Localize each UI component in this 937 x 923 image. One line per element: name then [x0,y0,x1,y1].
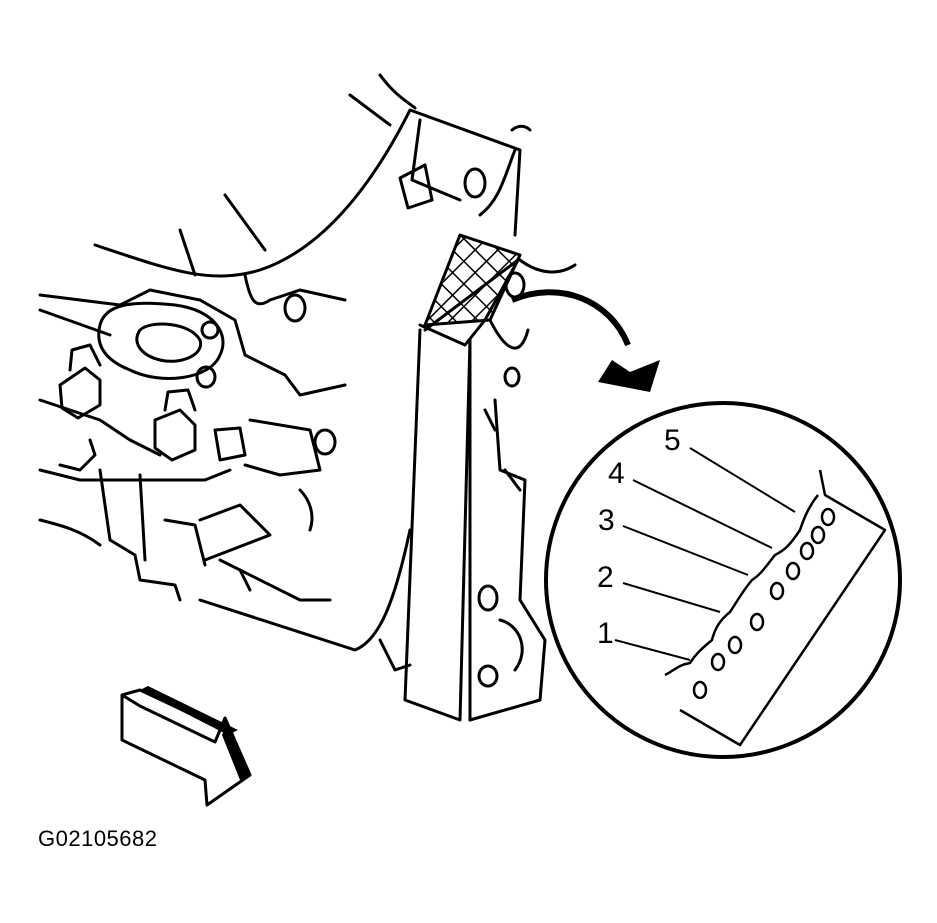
leader-line-3 [622,525,749,576]
callout-label-2: 2 [597,561,614,594]
detail-pointer-arrow [510,289,660,392]
figure-id-label: G02105682 [38,826,158,851]
callout-label-3: 3 [598,504,615,537]
leader-line-1 [614,639,691,661]
bolt-heads [58,343,247,462]
front-cover-rib [198,258,547,722]
leader-line-4 [632,479,773,549]
sealant-area [423,233,522,327]
front-direction-arrow [120,686,252,807]
leader-line-5 [689,447,796,513]
exhaust-manifold [38,288,347,602]
mounting-holes [195,163,526,688]
leader-line-2 [622,582,721,613]
detail-magnifier: 5 4 3 2 1 [544,401,902,759]
callout-label-1: 1 [597,617,614,650]
upper-housing [93,73,577,306]
callout-label-4: 4 [608,457,625,490]
callout-label-5: 5 [664,424,681,457]
